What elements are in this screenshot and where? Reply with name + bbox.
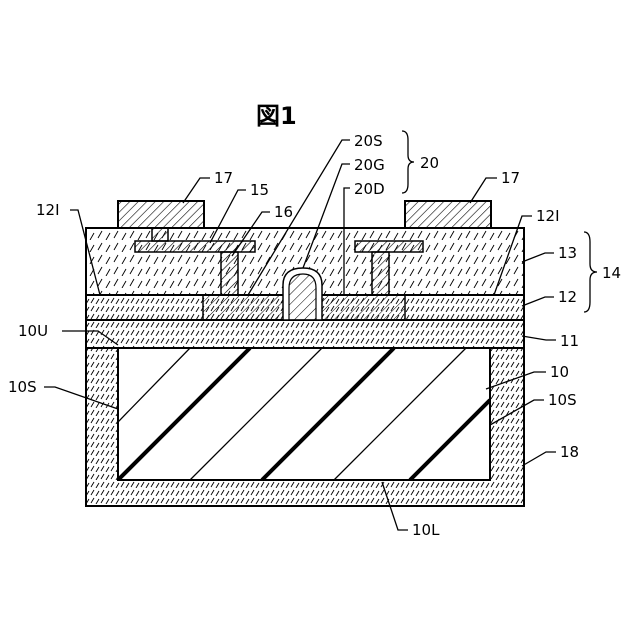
label-14: 14	[602, 264, 621, 282]
label-12I-right: 12I	[536, 207, 560, 225]
label-17-right: 17	[501, 169, 520, 187]
wiring-15-left	[135, 241, 255, 252]
label-18: 18	[560, 443, 579, 461]
label-20G: 20G	[354, 156, 385, 174]
label-10: 10	[550, 363, 569, 381]
label-12: 12	[558, 288, 577, 306]
label-10S-right: 10S	[548, 391, 577, 409]
pad-17-left	[118, 201, 204, 228]
pad-17-right	[405, 201, 491, 228]
label-13: 13	[558, 244, 577, 262]
contact-post	[152, 228, 168, 241]
label-12I-left: 12I	[36, 201, 60, 219]
wiring-15-right	[355, 241, 423, 252]
figure-title: 図1	[256, 102, 297, 130]
layer-11	[86, 320, 524, 348]
label-10S-left: 10S	[8, 378, 37, 396]
substrate-10	[118, 348, 490, 480]
label-17-left: 17	[214, 169, 233, 187]
label-10U: 10U	[18, 322, 48, 340]
via-16-left	[221, 252, 238, 295]
label-20: 20	[420, 154, 439, 172]
label-20S: 20S	[354, 132, 383, 150]
label-10L: 10L	[412, 521, 440, 539]
via-16-right	[372, 252, 389, 295]
label-20D: 20D	[354, 180, 385, 198]
label-16: 16	[274, 203, 293, 221]
label-11: 11	[560, 332, 579, 350]
label-15: 15	[250, 181, 269, 199]
